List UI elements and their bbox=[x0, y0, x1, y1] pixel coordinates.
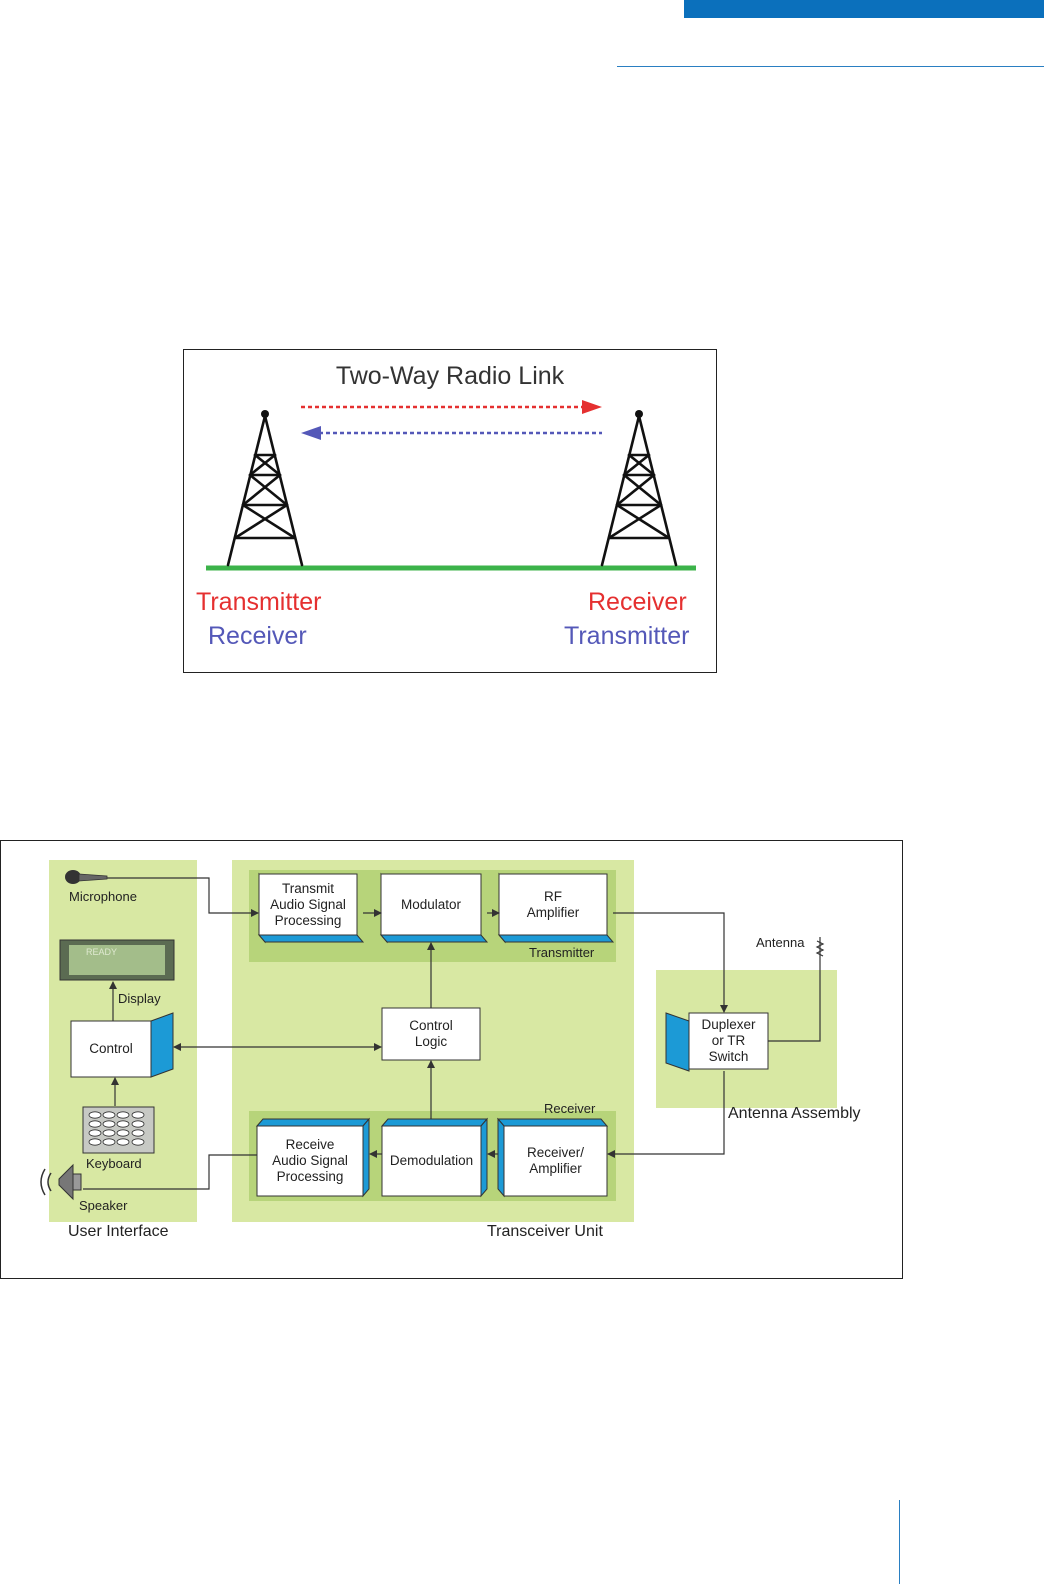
transceiver-block-diagram: Microphone READY Display Control Keyboar… bbox=[0, 840, 903, 1279]
header-accent-bar bbox=[684, 0, 1044, 18]
radio-link-title: Two-Way Radio Link bbox=[335, 362, 565, 390]
left-receiver-label: Receiver bbox=[208, 622, 307, 650]
speaker-icon bbox=[40, 1163, 82, 1201]
keyboard-label: Keyboard bbox=[86, 1156, 142, 1171]
rf-amplifier-label: RF Amplifier bbox=[526, 888, 580, 920]
receiver-blocks bbox=[255, 1117, 609, 1198]
receiver-label: Receiver bbox=[544, 1101, 596, 1116]
rx-audio-to-speaker bbox=[83, 1154, 257, 1190]
rx-amplifier-label: Receiver/ Amplifier bbox=[526, 1145, 585, 1176]
duplexer-to-rx-amp bbox=[607, 1071, 725, 1158]
control-logic-block bbox=[381, 1007, 481, 1061]
transceiver-unit-label: Transceiver Unit bbox=[487, 1223, 603, 1240]
duplexer-label: Duplexer or TR Switch bbox=[701, 1017, 756, 1064]
user-interface-label: User Interface bbox=[68, 1223, 169, 1240]
modulator-label: Modulator bbox=[400, 896, 462, 912]
display-screen-text: READY bbox=[86, 947, 118, 957]
left-transmitter-label: Transmitter bbox=[196, 588, 322, 616]
antenna-label: Antenna bbox=[756, 935, 805, 950]
right-receiver-label: Receiver bbox=[588, 588, 687, 616]
control-label: Control bbox=[89, 1041, 133, 1056]
tx-audio-label: Transmit Audio Signal Processing bbox=[270, 880, 346, 928]
left-tower-icon bbox=[226, 410, 304, 567]
duplexer-to-antenna bbox=[768, 1033, 821, 1042]
right-tower-icon bbox=[600, 410, 678, 567]
block-diagram-graphic bbox=[40, 860, 837, 1222]
footer-rule bbox=[899, 1500, 900, 1584]
demodulation-label: Demodulation bbox=[389, 1153, 474, 1168]
rx-audio-label: Receive Audio Signal Processing bbox=[272, 1137, 348, 1184]
two-way-radio-link-figure: Two-Way Radio Link Transmitter Receiver … bbox=[183, 349, 717, 673]
display-icon bbox=[59, 939, 175, 981]
reverse-arrowhead bbox=[301, 426, 321, 440]
forward-arrowhead bbox=[582, 400, 602, 414]
right-transmitter-label: Transmitter bbox=[564, 622, 690, 650]
radio-link-graphic bbox=[206, 400, 696, 571]
transmitter-label: Transmitter bbox=[529, 945, 595, 960]
header-rule bbox=[617, 66, 1044, 67]
keyboard-icon bbox=[82, 1106, 155, 1154]
duplexer-block bbox=[688, 1012, 769, 1070]
microphone-icon bbox=[65, 870, 108, 884]
display-label: Display bbox=[118, 991, 161, 1006]
rf-to-duplexer bbox=[613, 912, 728, 1013]
mic-to-tx-audio bbox=[107, 877, 259, 917]
antenna-assembly-label: Antenna Assembly bbox=[728, 1105, 861, 1122]
speaker-label: Speaker bbox=[79, 1198, 128, 1213]
transmitter-blocks bbox=[257, 872, 615, 944]
antenna-icon bbox=[815, 937, 825, 1033]
control-logic-label: Control Logic bbox=[409, 1018, 453, 1049]
microphone-label: Microphone bbox=[69, 889, 137, 904]
